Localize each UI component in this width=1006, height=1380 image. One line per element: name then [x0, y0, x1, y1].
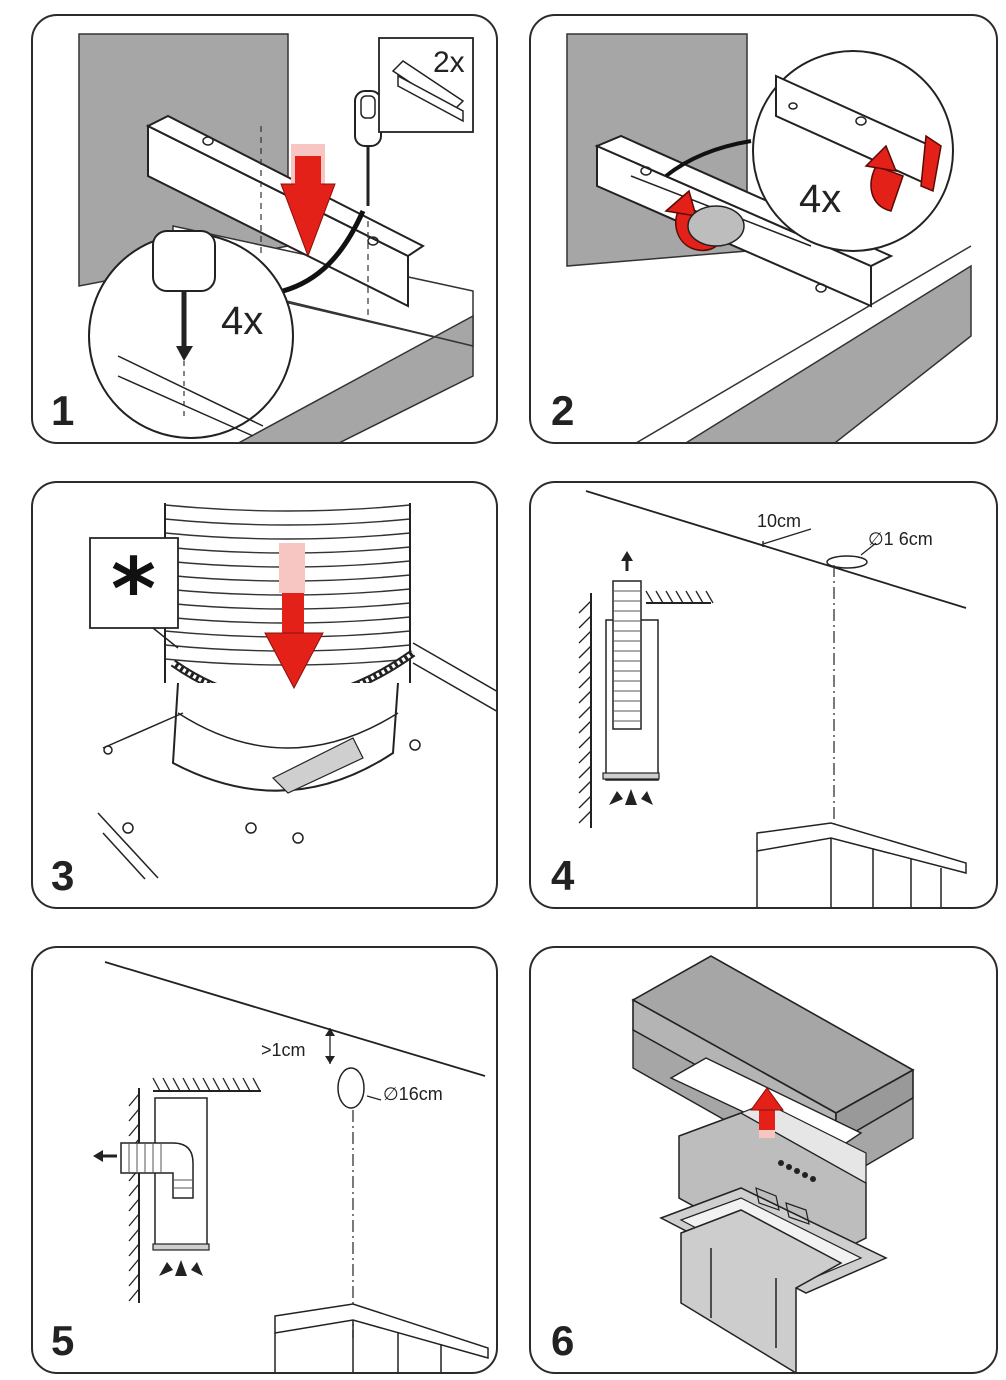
step-4-number: 4	[551, 852, 575, 899]
step-5-illustration: >1cm ∅16cm	[93, 961, 489, 1372]
step-5-diameter-label: ∅16cm	[383, 1084, 443, 1104]
step-5-distance-label: >1cm	[261, 1040, 306, 1060]
step-2-panel: 4x 2	[529, 14, 998, 444]
step-3-illustration	[89, 483, 496, 880]
step-5-panel: >1cm ∅16cm 5	[31, 946, 498, 1374]
step-4-distance-label: 10cm	[757, 511, 801, 531]
step-4-illustration: 10cm ∅1 6cm	[578, 490, 967, 907]
step-1-panel: 4x 2x 1	[31, 14, 498, 444]
step-2-number: 2	[551, 387, 575, 434]
step-2-illustration: 4x	[566, 33, 972, 442]
step-4-panel: 10cm ∅1 6cm 4	[529, 481, 998, 909]
step-6-illustration	[631, 955, 915, 1372]
step-6-panel: 6	[529, 946, 998, 1374]
step-3-panel: * 3	[31, 481, 498, 909]
step-4-diameter-label: ∅1 6cm	[868, 529, 933, 549]
step-6-number: 6	[551, 1317, 575, 1364]
step-1-number: 1	[51, 387, 75, 434]
step-1-kit-count: 2x	[433, 46, 465, 79]
step-3-number: 3	[51, 852, 75, 899]
step-1-screw-count: 4x	[221, 299, 263, 343]
step-1-illustration: 4x 2x	[78, 33, 474, 442]
step-2-strap-count: 4x	[799, 177, 841, 221]
step-3-note-symbol: *	[111, 540, 156, 640]
step-5-number: 5	[51, 1317, 75, 1364]
